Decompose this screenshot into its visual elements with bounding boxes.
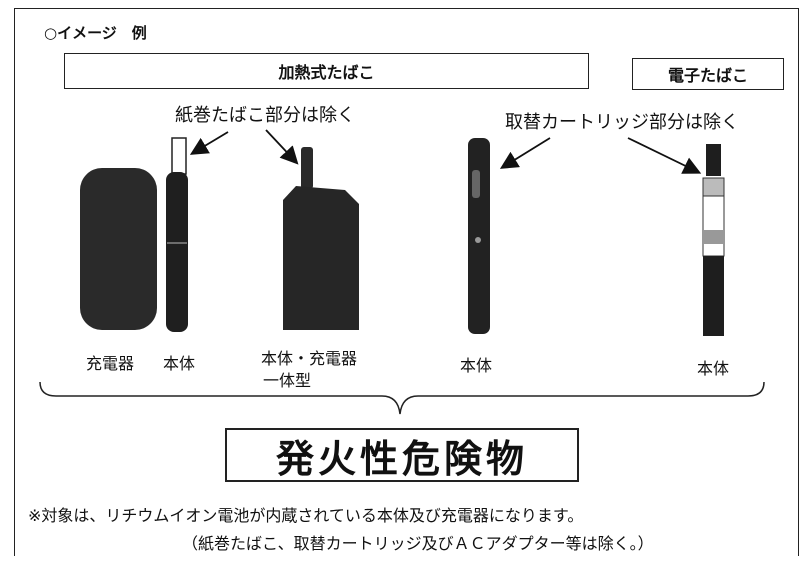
electronic-cigarette-label: 電子たばこ	[632, 58, 784, 90]
label-body-2: 本体	[460, 356, 493, 375]
arrow-left-2	[265, 129, 299, 165]
arrow-right-2	[627, 137, 702, 174]
label-body-3: 本体	[697, 359, 730, 378]
charger-device	[80, 168, 157, 330]
heated-tobacco-label: 加熱式たばこ	[64, 53, 589, 89]
label-charger: 充電器	[86, 354, 135, 373]
integrated-device-tip	[301, 147, 313, 189]
integrated-device-body	[283, 186, 359, 330]
callout-cigarette-excluded: 紙巻たばこ部分は除く	[175, 105, 355, 126]
note-line-1: ※対象は、リチウムイオン電池が内蔵されている本体及び充電器になります。	[28, 506, 584, 525]
example-heading: ○イメージ 例	[44, 24, 147, 42]
arrow-left-1	[189, 131, 229, 155]
label-integrated-2: 一体型	[263, 371, 312, 390]
label-integrated-1: 本体・充電器	[261, 349, 358, 368]
callout-cartridge-excluded: 取替カートリッジ部分は除く	[505, 112, 739, 133]
ecig-cartridge	[706, 144, 721, 176]
heated-stick-body	[166, 172, 188, 332]
arrow-right-1	[499, 137, 551, 169]
ecig-body	[703, 256, 724, 336]
result-label: 発火性危険物	[225, 428, 579, 482]
label-body-1: 本体	[163, 354, 196, 373]
note-line-2: （紙巻たばこ、取替カートリッジ及びＡＣアダプター等は除く。）	[182, 534, 654, 553]
page-frame	[14, 8, 799, 556]
